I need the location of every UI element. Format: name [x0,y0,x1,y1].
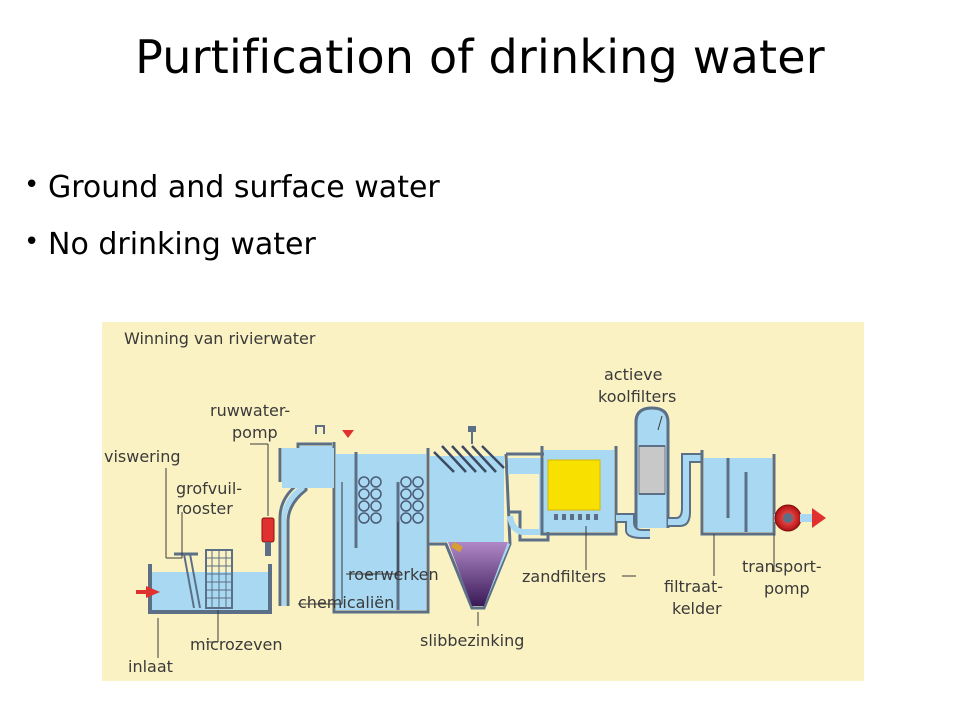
intake-basin [148,549,272,614]
bullet-list: • Ground and surface water • No drinking w… [20,170,440,284]
label-viswering: viswering [104,447,181,466]
label-zandfilters: zandfilters [522,567,606,586]
carbon-filter [634,406,670,528]
sludge-cone [448,542,508,606]
bullet-dot-icon: • [24,170,40,200]
label-inlaat: inlaat [128,657,173,676]
label-transport-pomp: pomp [764,579,810,598]
flocculation-basin [278,442,430,614]
label-transport: transport- [742,557,822,576]
water-treatment-diagram: Winning van rivierwater [102,322,864,681]
bullet-text: No drinking water [48,227,316,262]
bullet-dot-icon: • [24,227,40,257]
chemical-dosing-arrow-icon [342,430,354,438]
sand-filter [540,446,618,536]
settling-tank [426,426,512,610]
label-chemicalien: chemicaliën [298,593,394,612]
label-kelder: kelder [672,599,722,618]
lamella-plates-icon [433,445,505,473]
filtrate-cellar [700,450,776,536]
bullet-item: • No drinking water [20,227,440,262]
carbon-bed [638,445,666,495]
label-actieve: actieve [604,365,662,384]
mixer-coils-icon [358,476,424,524]
outlet-arrow-icon [812,508,826,528]
inlet-arrow-icon [146,586,160,598]
label-filtraat: filtraat- [664,577,723,596]
slide-title: Purtification of drinking water [135,30,825,84]
bullet-item: • Ground and surface water [20,170,440,205]
label-roerwerken: roerwerken [348,565,439,584]
raw-water-pump-icon [261,517,275,543]
label-ruwwater-pomp: pomp [232,423,278,442]
leader-lines [157,415,775,658]
diagram-heading: Winning van rivierwater [124,329,316,348]
diagram-canvas: Winning van rivierwater [102,322,864,681]
label-grofvuil: grofvuil- [176,479,242,498]
label-ruwwater: ruwwater- [210,401,290,420]
label-rooster: rooster [176,499,233,518]
label-slibbezinking: slibbezinking [420,631,524,650]
label-koolfilters: koolfilters [598,387,676,406]
label-microzeven: microzeven [190,635,283,654]
sand-bed [547,459,601,511]
bullet-text: Ground and surface water [48,170,440,205]
